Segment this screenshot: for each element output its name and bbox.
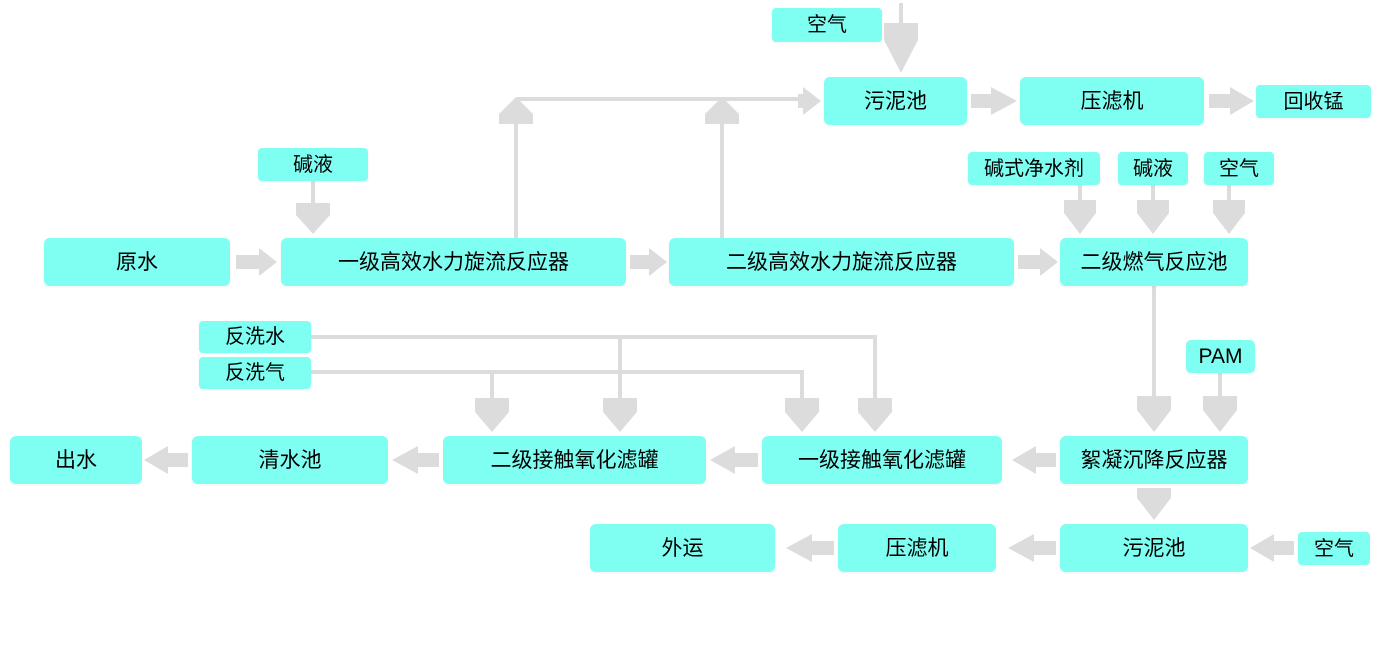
edge-purifier-to-gasreactor bbox=[1064, 185, 1096, 234]
edge-oxtank1-to-oxtank2 bbox=[710, 446, 758, 474]
node-air-sludge-bottom[interactable]: 空气 bbox=[1298, 532, 1370, 565]
edge-cyclone2-sludge-up bbox=[705, 97, 739, 238]
edge-bwwater-trunk bbox=[311, 335, 892, 432]
edge-press-to-manganese bbox=[1209, 87, 1254, 115]
edge-bwair-branch-oxtank2 bbox=[475, 372, 509, 432]
node-clear-water-pond[interactable]: 清水池 bbox=[192, 436, 388, 484]
node-cyclone-reactor-2[interactable]: 二级高效水力旋流反应器 bbox=[669, 238, 1014, 286]
edge-pam-to-floc bbox=[1203, 373, 1237, 432]
node-air-gas-reactor[interactable]: 空气 bbox=[1204, 152, 1274, 185]
node-basic-purifier[interactable]: 碱式净水剂 bbox=[968, 152, 1100, 185]
node-backwash-water[interactable]: 反洗水 bbox=[199, 321, 311, 353]
edge-clearpond-to-effluent bbox=[144, 446, 188, 474]
node-alkali-2[interactable]: 碱液 bbox=[1118, 152, 1188, 185]
node-floc-settling-reactor[interactable]: 絮凝沉降反应器 bbox=[1060, 436, 1248, 484]
node-pam[interactable]: PAM bbox=[1186, 340, 1255, 373]
node-recover-manganese[interactable]: 回收锰 bbox=[1256, 85, 1371, 118]
edge-floc-to-sludgepond2 bbox=[1137, 488, 1171, 520]
node-alkali-1[interactable]: 碱液 bbox=[258, 148, 368, 181]
edge-alkali1-to-cyclone1 bbox=[296, 181, 330, 234]
edge-cyclone1-sludge-up bbox=[499, 97, 533, 238]
edge-bwair-trunk bbox=[311, 370, 819, 432]
edge-cyclone2-to-gasreactor bbox=[1018, 248, 1058, 276]
node-cyclone-reactor-1[interactable]: 一级高效水力旋流反应器 bbox=[281, 238, 626, 286]
node-gas-reactor-2[interactable]: 二级燃气反应池 bbox=[1060, 238, 1248, 286]
node-offsite-transport[interactable]: 外运 bbox=[590, 524, 775, 572]
edge-bwwater-branch-oxtank2 bbox=[603, 337, 637, 432]
edge-sludgepond-to-press bbox=[971, 87, 1017, 115]
edge-raw-to-cyclone1 bbox=[236, 248, 277, 276]
edge-floc-to-oxtank1 bbox=[1012, 446, 1056, 474]
node-backwash-air[interactable]: 反洗气 bbox=[199, 357, 311, 389]
edge-air2-to-gasreactor bbox=[1213, 185, 1245, 234]
node-raw-water[interactable]: 原水 bbox=[44, 238, 230, 286]
node-air-top[interactable]: 空气 bbox=[772, 8, 882, 42]
node-oxidation-filter-tank-1[interactable]: 一级接触氧化滤罐 bbox=[762, 436, 1002, 484]
node-sludge-pond-bottom[interactable]: 污泥池 bbox=[1060, 524, 1248, 572]
edge-sludgepond2-to-press2 bbox=[1008, 534, 1056, 562]
node-effluent[interactable]: 出水 bbox=[10, 436, 142, 484]
edge-sludge-return-trunk bbox=[516, 87, 821, 115]
node-oxidation-filter-tank-2[interactable]: 二级接触氧化滤罐 bbox=[443, 436, 706, 484]
edge-air-to-sludgepond bbox=[884, 3, 918, 73]
edge-cyclone1-to-cyclone2 bbox=[630, 248, 667, 276]
node-sludge-pond-top[interactable]: 污泥池 bbox=[824, 77, 967, 125]
node-filter-press-top[interactable]: 压滤机 bbox=[1020, 77, 1204, 125]
node-filter-press-bottom[interactable]: 压滤机 bbox=[838, 524, 996, 572]
edge-press2-to-offsite bbox=[786, 534, 834, 562]
edge-air-to-sludgepond2 bbox=[1250, 534, 1294, 562]
edge-gasreactor-to-floc bbox=[1137, 286, 1171, 432]
edge-oxtank2-to-clearpond bbox=[392, 446, 439, 474]
edge-alkali2-to-gasreactor bbox=[1137, 185, 1169, 234]
